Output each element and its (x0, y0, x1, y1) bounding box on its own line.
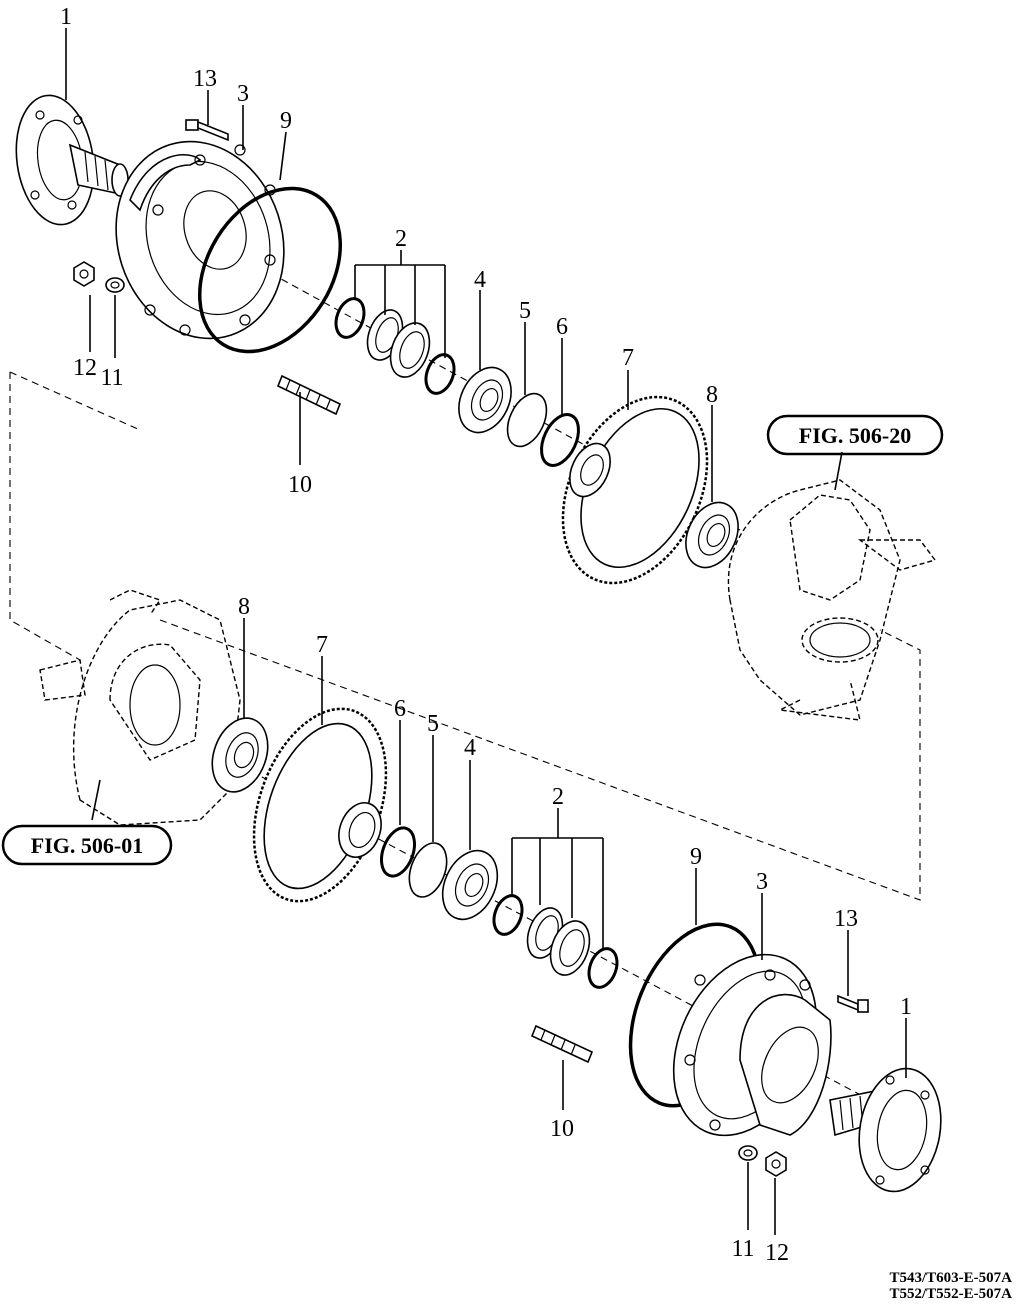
lower-stud (530, 1024, 594, 1064)
upper-nut-washer (73, 261, 125, 293)
label-lower-11: 11 (731, 1236, 754, 1262)
label-upper-7: 7 (622, 345, 634, 371)
lower-seal-set (492, 894, 619, 989)
upper-housing-cover (115, 140, 285, 340)
upper-flange-shaft (15, 94, 129, 226)
label-lower-8: 8 (238, 594, 250, 620)
upper-side-bearing (685, 501, 739, 569)
lower-bearing (441, 849, 499, 921)
label-upper-13: 13 (193, 66, 217, 92)
label-lower-1: 1 (900, 994, 912, 1020)
lower-snap-ring (380, 826, 416, 878)
upper-stud (276, 374, 342, 416)
lower-housing-cover (672, 953, 832, 1137)
label-lower-4: 4 (464, 735, 476, 761)
upper-reference-housing (727, 479, 937, 721)
upper-bolt (185, 119, 229, 142)
lower-washer-nut (738, 1145, 787, 1177)
callout-fig-506-01: FIG. 506-01 (1, 824, 173, 866)
callout-fig-506-20: FIG. 506-20 (766, 414, 944, 456)
label-upper-4: 4 (474, 267, 486, 293)
drawing-code: T543/T603-E-507A T552/T552-E-507A (889, 1270, 1012, 1302)
upper-shim (506, 392, 548, 448)
label-lower-5: 5 (427, 711, 439, 737)
label-upper-2: 2 (395, 226, 407, 252)
upper-o-ring (197, 186, 343, 354)
label-upper-11: 11 (100, 365, 123, 391)
label-lower-9: 9 (690, 844, 702, 870)
label-lower-6: 6 (394, 696, 406, 722)
label-lower-13: 13 (834, 906, 858, 932)
label-upper-9: 9 (280, 108, 292, 134)
drawing-code-line1: T543/T603-E-507A (889, 1270, 1012, 1286)
upper-snap-ring (540, 413, 580, 467)
lower-side-bearing (211, 717, 269, 793)
label-upper-5: 5 (519, 298, 531, 324)
lower-flange-shaft (829, 1067, 942, 1193)
leader-lines (65, 28, 907, 1235)
label-lower-3: 3 (756, 869, 768, 895)
upper-bevel-gear (561, 395, 709, 585)
label-upper-10: 10 (288, 472, 312, 498)
label-lower-12: 12 (765, 1240, 789, 1266)
part-labels: 1 13 3 9 2 4 5 6 7 8 12 11 10 8 7 6 5 4 … (60, 4, 912, 1266)
label-upper-6: 6 (556, 314, 568, 340)
upper-seal-set (334, 297, 456, 395)
lower-bevel-gear (252, 707, 388, 903)
lower-bolt (837, 994, 869, 1013)
assembly-outline-dashed (9, 371, 921, 901)
lower-shim (408, 842, 448, 898)
lower-reference-housing (39, 589, 241, 826)
callout-fig-506-01-text: FIG. 506-01 (31, 833, 143, 858)
drawing-code-line2: T552/T552-E-507A (889, 1286, 1012, 1302)
label-lower-7: 7 (316, 632, 328, 658)
label-upper-3: 3 (237, 81, 249, 107)
upper-bearing (458, 366, 512, 434)
label-lower-2: 2 (552, 784, 564, 810)
label-upper-8: 8 (706, 382, 718, 408)
label-lower-10: 10 (550, 1116, 574, 1142)
label-upper-12: 12 (73, 355, 97, 381)
callout-fig-506-20-text: FIG. 506-20 (799, 423, 911, 448)
label-upper-1: 1 (60, 4, 72, 30)
